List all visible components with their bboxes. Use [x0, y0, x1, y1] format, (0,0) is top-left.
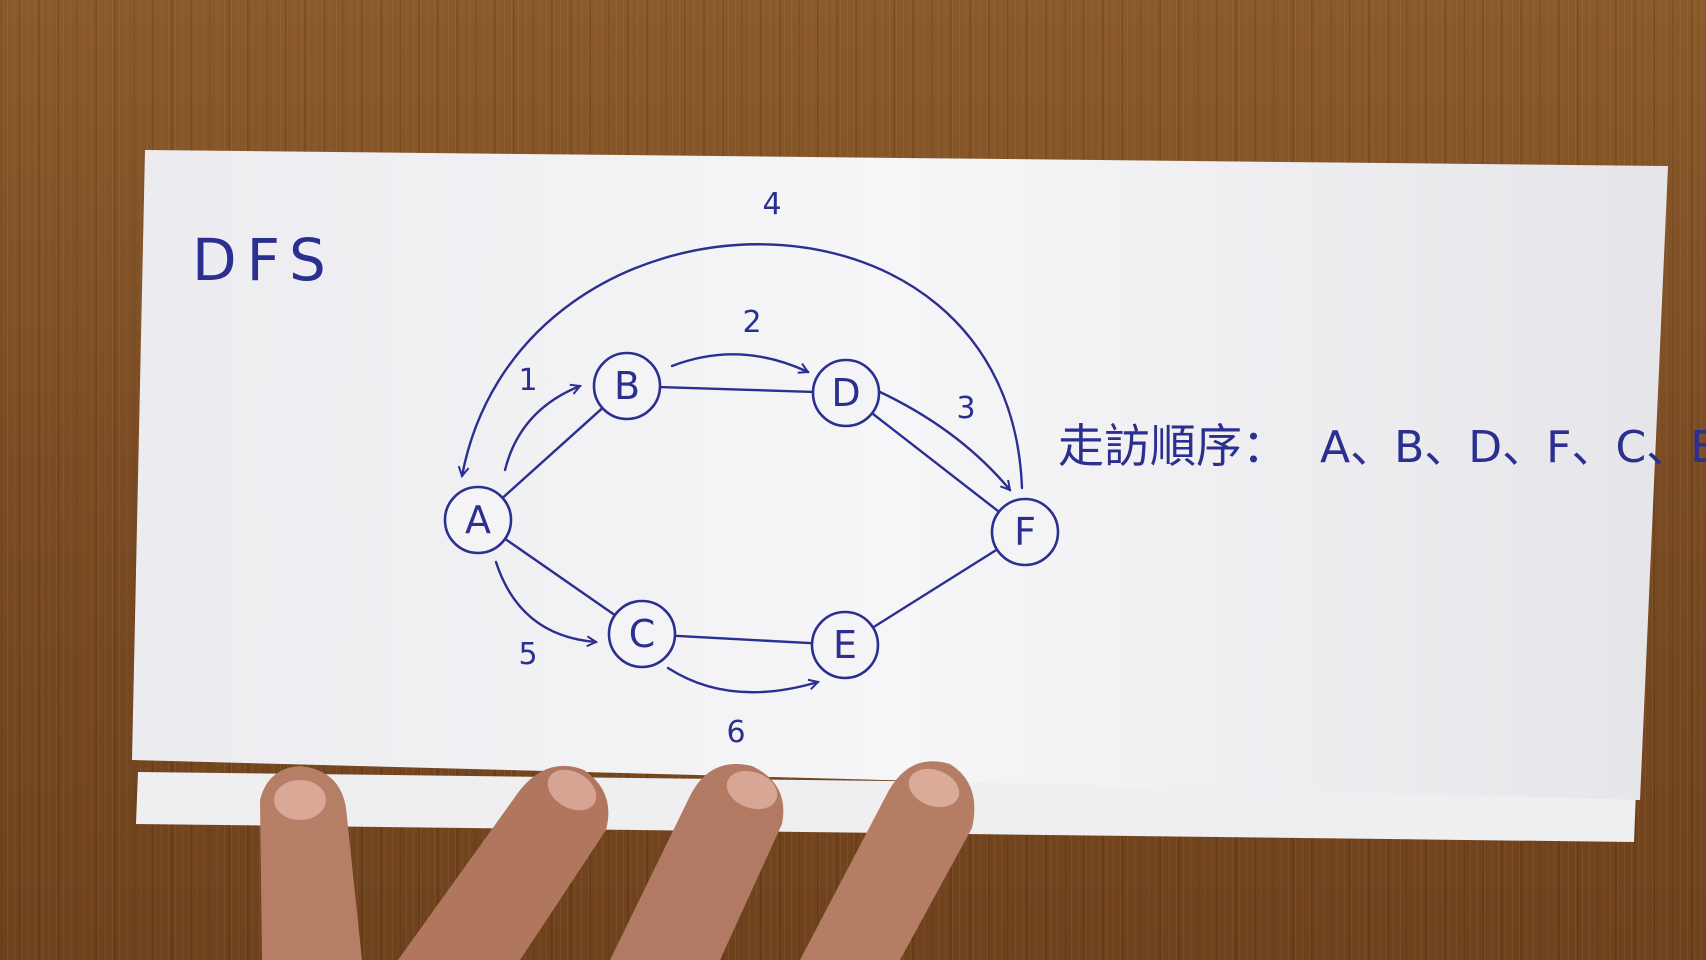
node-label-A: A	[465, 498, 491, 542]
fingernail	[274, 780, 326, 820]
traversal-arrow-C-E	[666, 666, 818, 694]
diagram-title: DFS	[192, 226, 336, 294]
edge-A-C	[503, 537, 617, 617]
node-F	[990, 497, 1060, 567]
node-label-F: F	[1014, 510, 1036, 554]
fingernail	[726, 770, 778, 810]
traversal-step-label: 4	[762, 187, 781, 222]
traversal-step-label: 2	[742, 305, 761, 340]
fingernail	[547, 769, 597, 811]
traversal-step-label: 5	[518, 637, 537, 672]
node-label-C: C	[629, 612, 656, 656]
edge-B-D	[658, 385, 815, 394]
visit-order-sequence: A、B、D、F、C、E	[1320, 422, 1706, 473]
finger	[800, 761, 975, 960]
node-label-D: D	[831, 371, 860, 415]
traversal-arrow-D-F	[878, 390, 1010, 490]
traversal-arrow-A-B	[503, 386, 580, 472]
fingernail	[908, 768, 960, 808]
dfs-diagram: 1 2 3 4 5 6 A B C D E F	[443, 187, 1060, 750]
edge-D-F	[870, 412, 1001, 513]
traversal-step-label: 3	[956, 391, 975, 426]
edge-E-F	[871, 548, 999, 629]
finger	[610, 764, 784, 960]
edge-C-E	[673, 634, 814, 645]
traversal-arrow-B-D	[670, 353, 808, 372]
traversal-arrow-A-C	[494, 560, 596, 642]
node-B	[592, 351, 662, 421]
traversal-arrow-F-A	[462, 243, 1024, 490]
node-A	[443, 485, 513, 555]
paper-sheet	[132, 150, 1668, 800]
edge-A-B	[501, 406, 604, 500]
traversal-step-label: 6	[726, 715, 745, 750]
hand	[260, 761, 975, 960]
node-label-E: E	[833, 623, 857, 667]
node-D	[811, 358, 881, 428]
node-label-B: B	[614, 364, 640, 408]
node-C	[607, 599, 677, 669]
finger	[398, 765, 609, 960]
visit-order-label: 走訪順序：	[1058, 419, 1288, 473]
traversal-step-label: 1	[518, 363, 537, 398]
node-E	[810, 610, 880, 680]
